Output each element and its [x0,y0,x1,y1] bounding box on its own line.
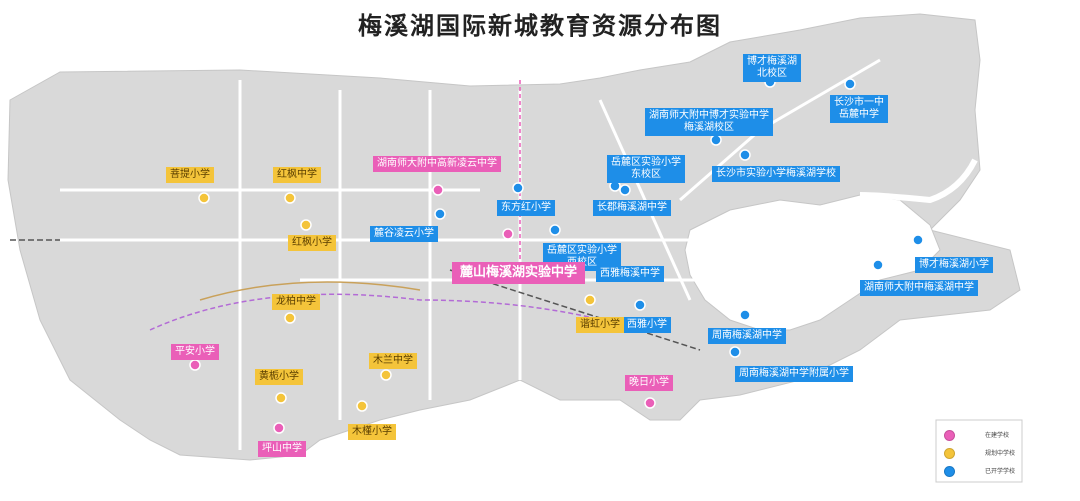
school-marker-huangchi[interactable] [275,392,287,404]
school-marker-xiya-xiaoxue[interactable] [634,299,646,311]
legend-planned-dot [944,448,955,459]
legend-opened-label: 已开学学校 [985,468,1016,475]
label-zhounan-fx[interactable]: 周南梅溪湖中学附属小学 [735,366,853,382]
map-title: 梅溪湖国际新城教育资源分布图 [358,12,722,40]
school-marker-changsha-shiyan[interactable] [739,149,751,161]
label-xiya-xiaoxue[interactable]: 西雅小学 [623,317,671,333]
school-marker-yuelu-east[interactable] [619,184,631,196]
label-huangchi[interactable]: 黄栀小学 [255,369,303,385]
label-heping[interactable]: 平安小学 [171,344,219,360]
school-marker-mulan-zx[interactable] [380,369,392,381]
legend-building-dot [944,430,955,441]
label-xiya-mx[interactable]: 西雅梅溪中学 [596,266,664,282]
school-marker-hunan-gaoxin[interactable] [432,184,444,196]
label-hongfeng-zx[interactable]: 红枫中学 [273,167,321,183]
label-longbo[interactable]: 龙柏中学 [272,294,320,310]
label-mulan-zx[interactable]: 木兰中学 [369,353,417,369]
school-marker-hongfeng-xx[interactable] [300,219,312,231]
school-marker-zhounan-mx[interactable] [739,309,751,321]
legend-row-planned: 规划中学校 [944,448,1015,464]
school-marker-lugu-lingyun[interactable] [434,208,446,220]
label-hunan-bocai-mx[interactable]: 湖南师大附中梅溪湖中学 [860,280,978,296]
school-marker-hunan-bocai[interactable] [710,134,722,146]
label-zhounan-mx[interactable]: 周南梅溪湖中学 [708,328,786,344]
river [859,158,978,204]
label-shengtie[interactable]: 菩提小学 [166,167,214,183]
school-marker-pingshan[interactable] [273,422,285,434]
label-yuelu-east[interactable]: 岳麓区实验小学 东校区 [607,155,685,183]
transit-lines [10,80,701,351]
label-hunan-bocai[interactable]: 湖南师大附中博才实验中学 梅溪湖校区 [645,108,773,136]
school-marker-longbo[interactable] [284,312,296,324]
school-marker-mulan-xx[interactable] [356,400,368,412]
label-wanri[interactable]: 晚日小学 [625,375,673,391]
label-bocai-north[interactable]: 博才梅溪湖 北校区 [743,54,801,82]
school-marker-jiayi[interactable] [584,294,596,306]
legend: 在建学校 规划中学校 已开学学校 [938,424,1018,484]
school-marker-dongfanghong[interactable] [512,182,524,194]
label-bocai-xiaoxue[interactable]: 博才梅溪湖小学 [915,257,993,273]
label-jiayi[interactable]: 谐虹小学 [576,317,624,333]
label-hongfeng-xx[interactable]: 红枫小学 [288,235,336,251]
school-marker-zhounan-fx[interactable] [729,346,741,358]
label-changjun[interactable]: 长郡梅溪湖中学 [593,200,671,216]
school-marker-wanri[interactable] [644,397,656,409]
label-lugu-lingyun[interactable]: 麓谷凌云小学 [370,226,438,242]
label-dongfanghong[interactable]: 东方红小学 [497,200,555,216]
label-pingshan[interactable]: 坪山中学 [258,441,306,457]
legend-row-opened: 已开学学校 [944,466,1015,482]
school-marker-yuelu-west[interactable] [549,224,561,236]
school-marker-hunan-bocai-mx[interactable] [872,259,884,271]
legend-planned-label: 规划中学校 [985,450,1016,457]
school-marker-bocai-xiaoxue[interactable] [912,234,924,246]
legend-building-label: 在建学校 [985,432,1010,439]
label-changsha-yizhong[interactable]: 长沙市一中 岳麓中学 [830,95,888,123]
school-marker-shengtie[interactable] [198,192,210,204]
school-marker-lishan[interactable] [502,228,514,240]
label-changsha-shiyan[interactable]: 长沙市实验小学梅溪湖学校 [712,166,840,182]
legend-row-building: 在建学校 [944,430,1009,446]
legend-opened-dot [944,466,955,477]
school-marker-changsha-yizhong[interactable] [844,78,856,90]
label-hunan-gaoxin[interactable]: 湖南师大附中高新凌云中学 [373,156,501,172]
school-marker-heping[interactable] [189,359,201,371]
label-mulan-xx[interactable]: 木槿小学 [348,424,396,440]
school-marker-hongfeng-zx[interactable] [284,192,296,204]
label-lishan[interactable]: 麓山梅溪湖实验中学 [452,262,586,284]
